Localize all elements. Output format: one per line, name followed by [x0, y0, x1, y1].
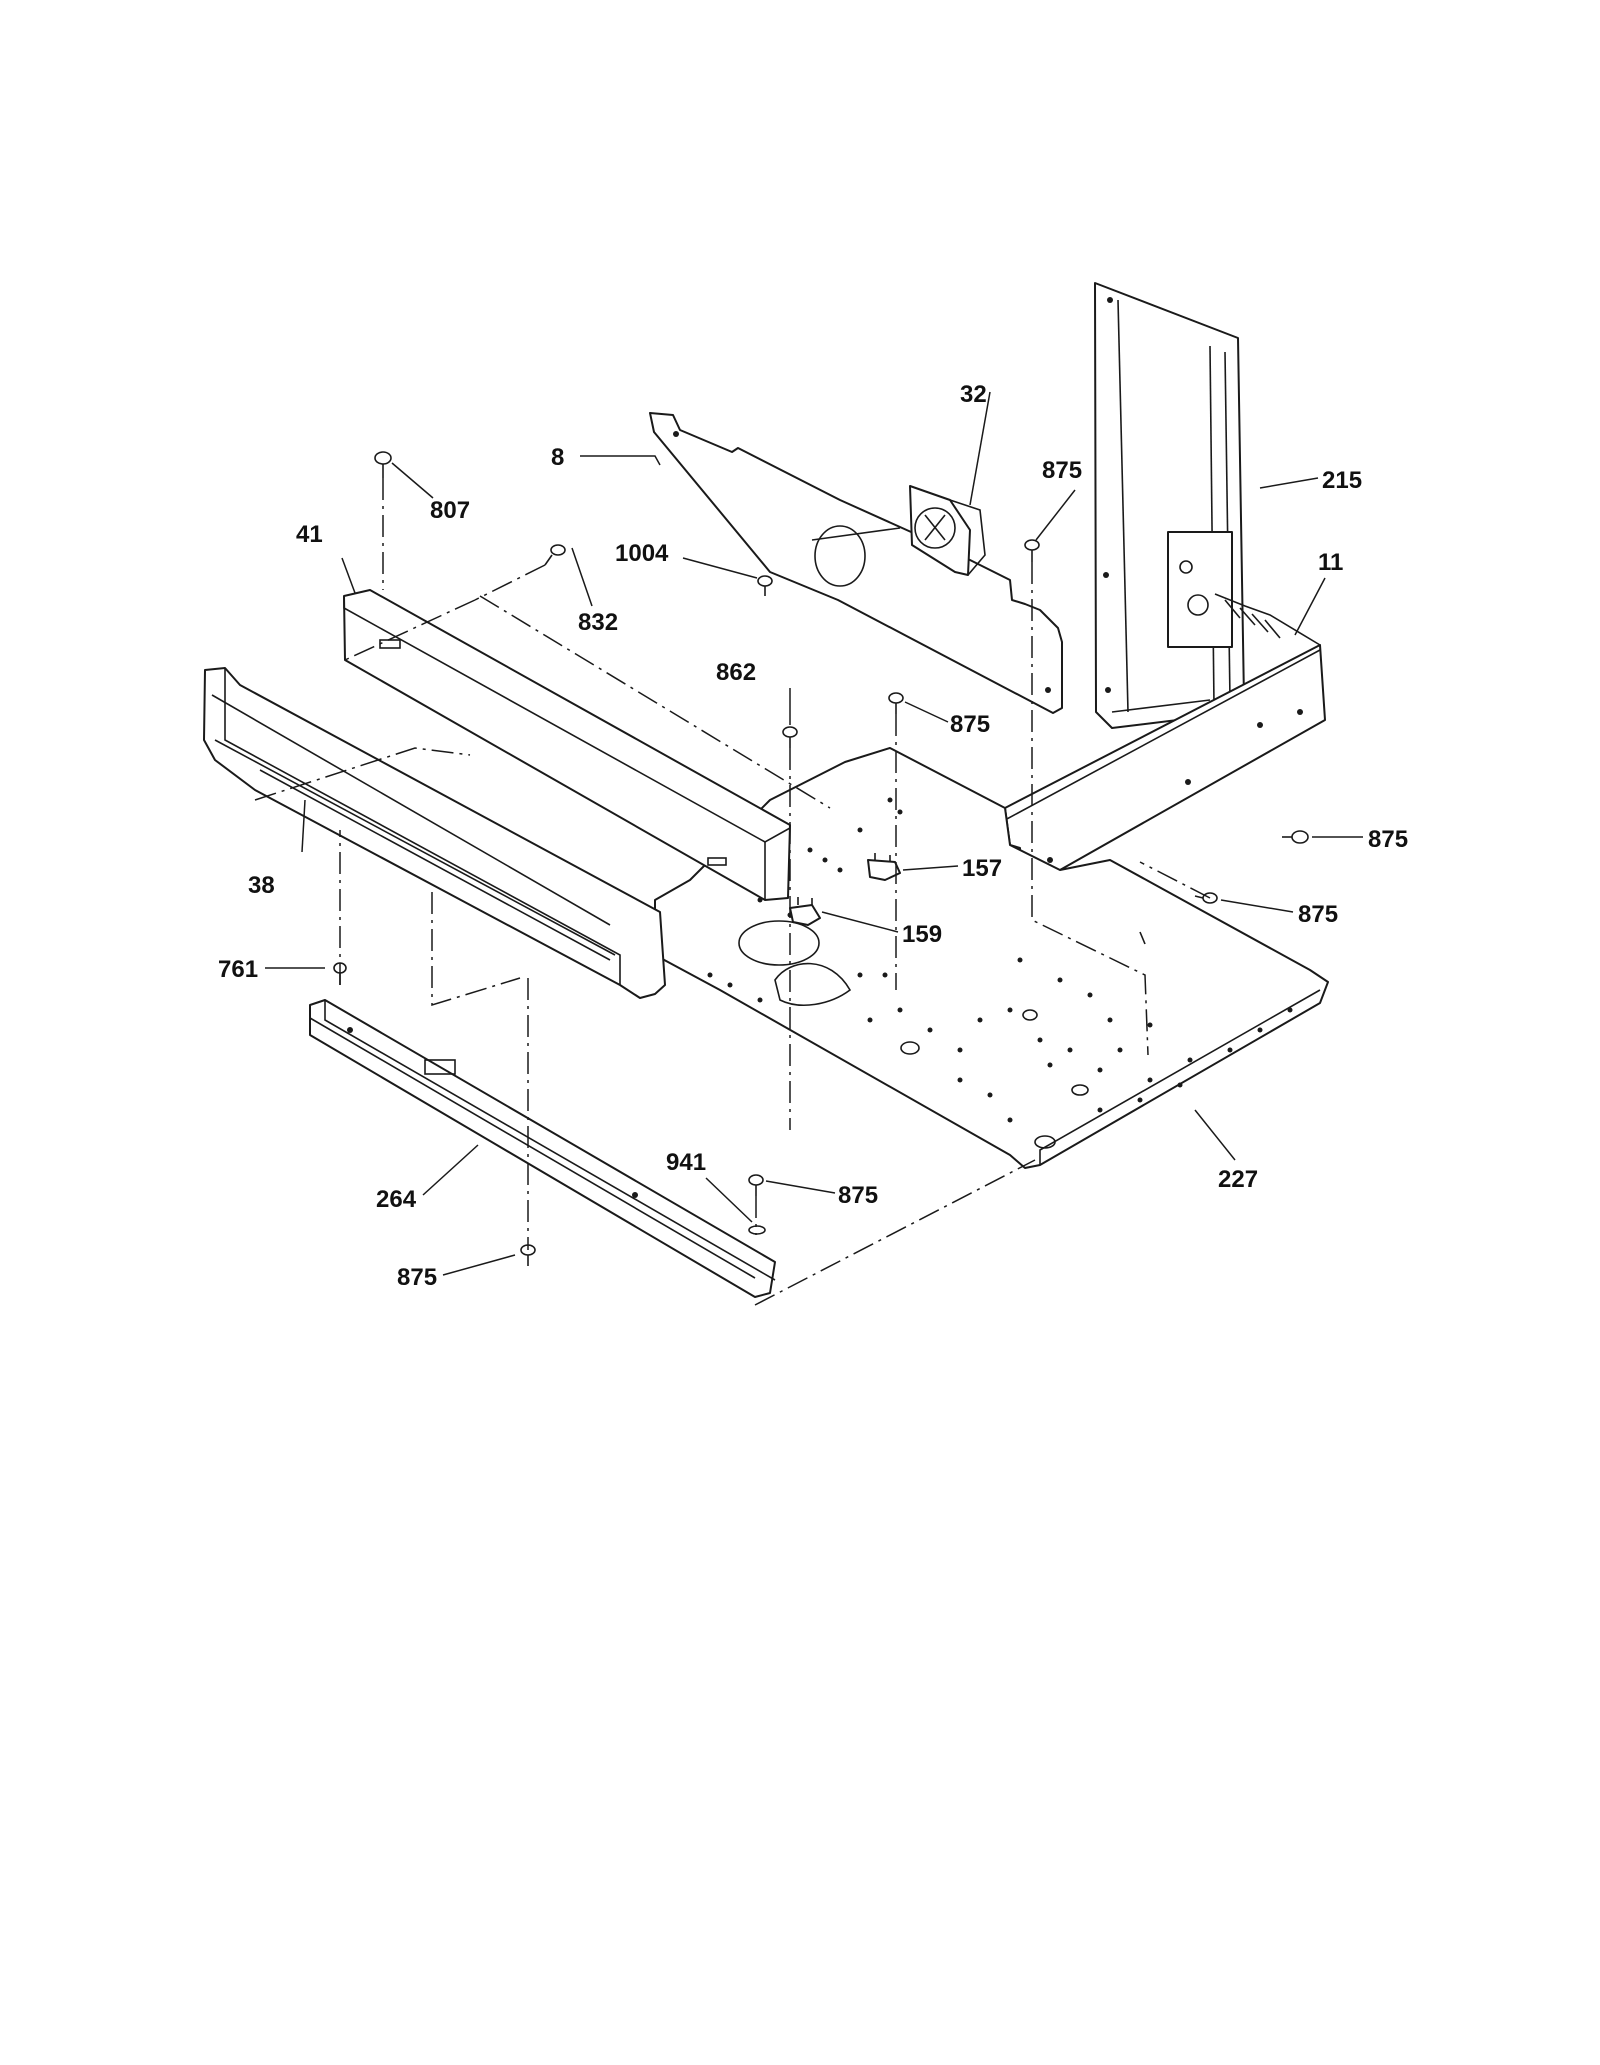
screw-875-b-icon [888, 692, 904, 714]
part-227-base-plate [654, 747, 1329, 1169]
screw-875-c-icon [1282, 830, 1309, 844]
callout-761: 761 [218, 956, 258, 983]
screw-862-icon [782, 726, 798, 748]
callout-875-d: 875 [1298, 901, 1338, 928]
part-38-control-panel [203, 667, 666, 999]
callout-875-b: 875 [950, 711, 990, 738]
part-32-fan [909, 485, 986, 576]
part-157-thermostat [867, 853, 901, 881]
screw-1004-icon [757, 575, 773, 596]
screw-807-icon [374, 451, 392, 478]
callout-862: 862 [716, 659, 756, 686]
callout-8: 8 [551, 444, 564, 471]
callout-215: 215 [1322, 467, 1362, 494]
screw-875-d-icon [1194, 892, 1218, 904]
part-41-trim-bracket [343, 589, 791, 901]
callout-38: 38 [248, 872, 275, 899]
callout-875-f: 875 [397, 1264, 437, 1291]
screw-875-e-icon [748, 1174, 764, 1196]
callout-875-a: 875 [1042, 457, 1082, 484]
leader-lines [265, 391, 1363, 1276]
callout-159: 159 [902, 921, 942, 948]
part-159-thermostat [789, 897, 821, 926]
callout-1004: 1004 [615, 540, 669, 567]
callout-941: 941 [666, 1149, 706, 1176]
callout-875-e: 875 [838, 1182, 878, 1209]
callout-807: 807 [430, 497, 470, 524]
screw-941-icon [748, 1225, 766, 1235]
callout-labels: 8 32 875 215 807 41 1004 832 11 862 875 … [218, 381, 1408, 1291]
callout-157: 157 [962, 855, 1002, 882]
callout-41: 41 [296, 521, 323, 548]
part-264-lower-channel [309, 999, 776, 1298]
screw-875-a-icon [1024, 539, 1040, 562]
callout-875-c: 875 [1368, 826, 1408, 853]
callout-11: 11 [1318, 549, 1343, 576]
callout-32: 32 [960, 381, 987, 408]
part-8-rear-baffle [649, 412, 1063, 714]
assembly-lines [254, 478, 1211, 1306]
callout-264: 264 [376, 1186, 417, 1213]
screw-832-icon [544, 544, 566, 566]
callout-227: 227 [1218, 1166, 1258, 1193]
part-215-side-duct [1094, 282, 1245, 729]
callout-832: 832 [578, 609, 618, 636]
